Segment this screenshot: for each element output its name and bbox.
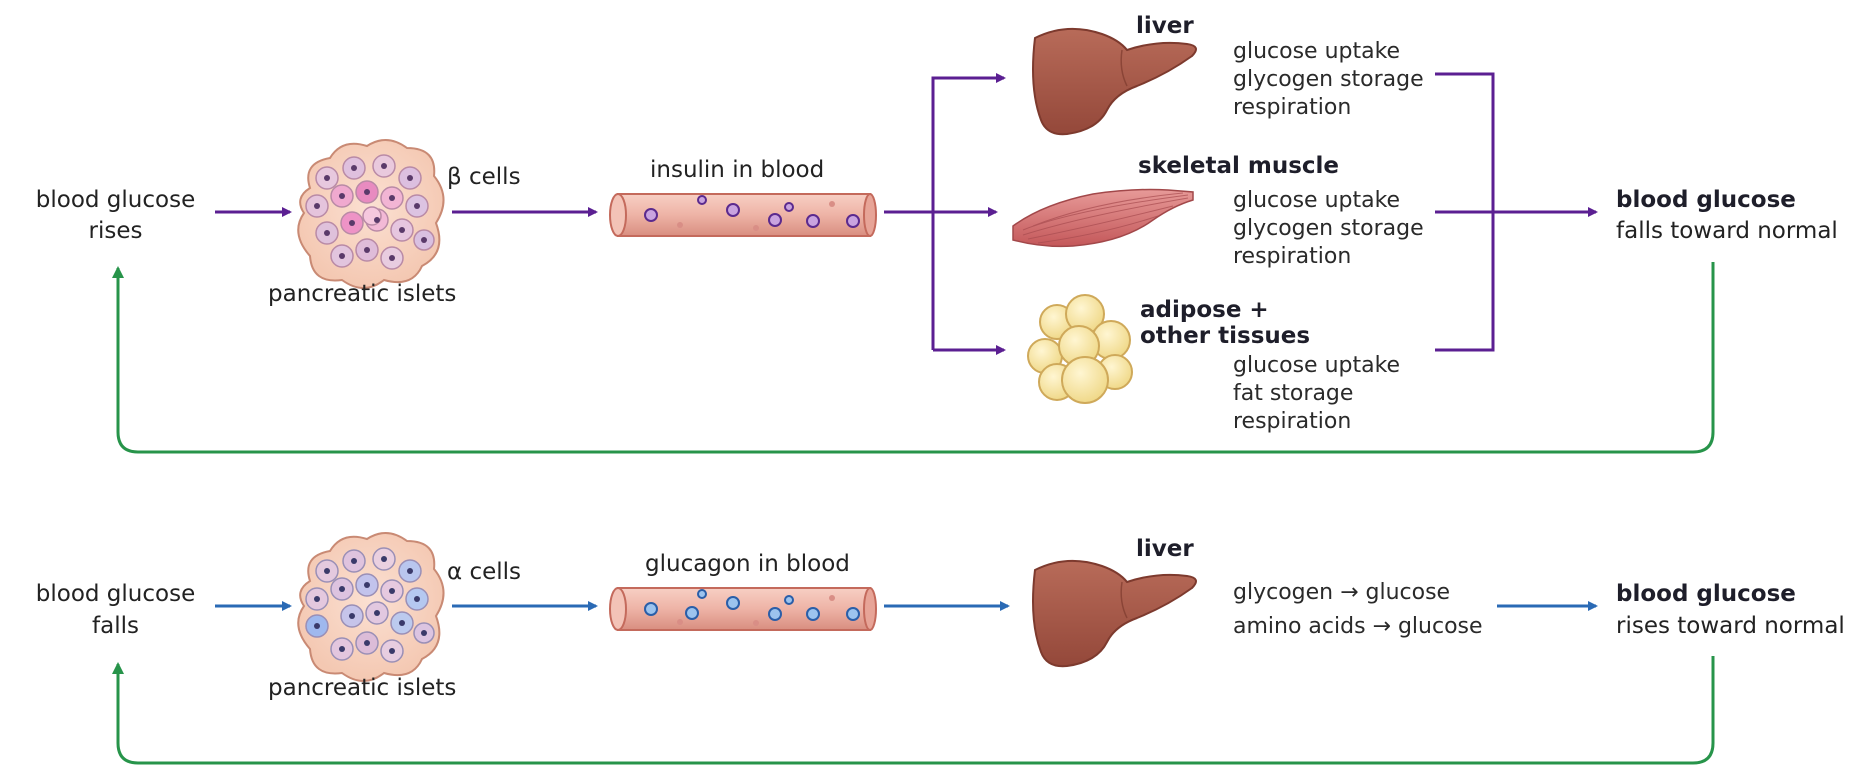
result-subtitle-bottom: rises toward normal (1616, 613, 1845, 639)
muscle-effect-2: glycogen storage (1233, 216, 1424, 241)
insulin-blood-label: insulin in blood (650, 157, 825, 183)
result-title-bottom: blood glucose (1616, 581, 1796, 607)
start-label-bottom-line1: blood glucose (35, 581, 196, 607)
liver-effect-1: glucose uptake (1233, 39, 1401, 64)
target-muscle-label: skeletal muscle (1138, 153, 1340, 179)
liver-bottom-effect-1: glycogen → glucose (1233, 580, 1451, 605)
blood-vessel-icon (609, 587, 877, 631)
beta-cells-label: β cells (447, 164, 521, 190)
adipose-effect-2: fat storage (1233, 381, 1354, 406)
pancreatic-islet-icon (297, 139, 445, 289)
liver-effect-2: glycogen storage (1233, 67, 1424, 92)
target-liver-bottom-label: liver (1136, 536, 1194, 562)
glucagon-blood-label: glucagon in blood (645, 551, 850, 577)
result-title-top: blood glucose (1616, 187, 1796, 213)
target-adipose-label-line1: adipose + (1140, 297, 1269, 323)
result-subtitle-top: falls toward normal (1616, 218, 1838, 244)
pancreatic-islet-icon (297, 532, 445, 682)
insulin-pathway-arrows (215, 72, 1598, 355)
target-liver-label: liver (1136, 13, 1194, 39)
feedback-loop-top (112, 262, 1715, 454)
start-label-bottom-line2: falls (92, 613, 139, 639)
islets-label-bottom: pancreatic islets (268, 675, 457, 701)
muscle-effect-3: respiration (1233, 244, 1352, 269)
liver-effect-3: respiration (1233, 95, 1352, 120)
adipose-cells-icon (1027, 294, 1133, 404)
start-label-top-line1: blood glucose (35, 187, 196, 213)
adipose-effect-3: respiration (1233, 409, 1352, 434)
skeletal-muscle-icon (1012, 188, 1194, 248)
alpha-cells-label: α cells (447, 559, 522, 585)
islets-label-top: pancreatic islets (268, 281, 457, 307)
target-adipose-label-line2: other tissues (1140, 323, 1311, 349)
liver-icon (1032, 559, 1197, 668)
muscle-effect-1: glucose uptake (1233, 188, 1401, 213)
adipose-effect-1: glucose uptake (1233, 353, 1401, 378)
feedback-loop-bottom (112, 656, 1715, 765)
liver-icon (1032, 27, 1197, 136)
start-label-top-line2: rises (88, 218, 143, 244)
liver-bottom-effect-2: amino acids → glucose (1233, 614, 1483, 639)
blood-vessel-icon (609, 193, 877, 237)
